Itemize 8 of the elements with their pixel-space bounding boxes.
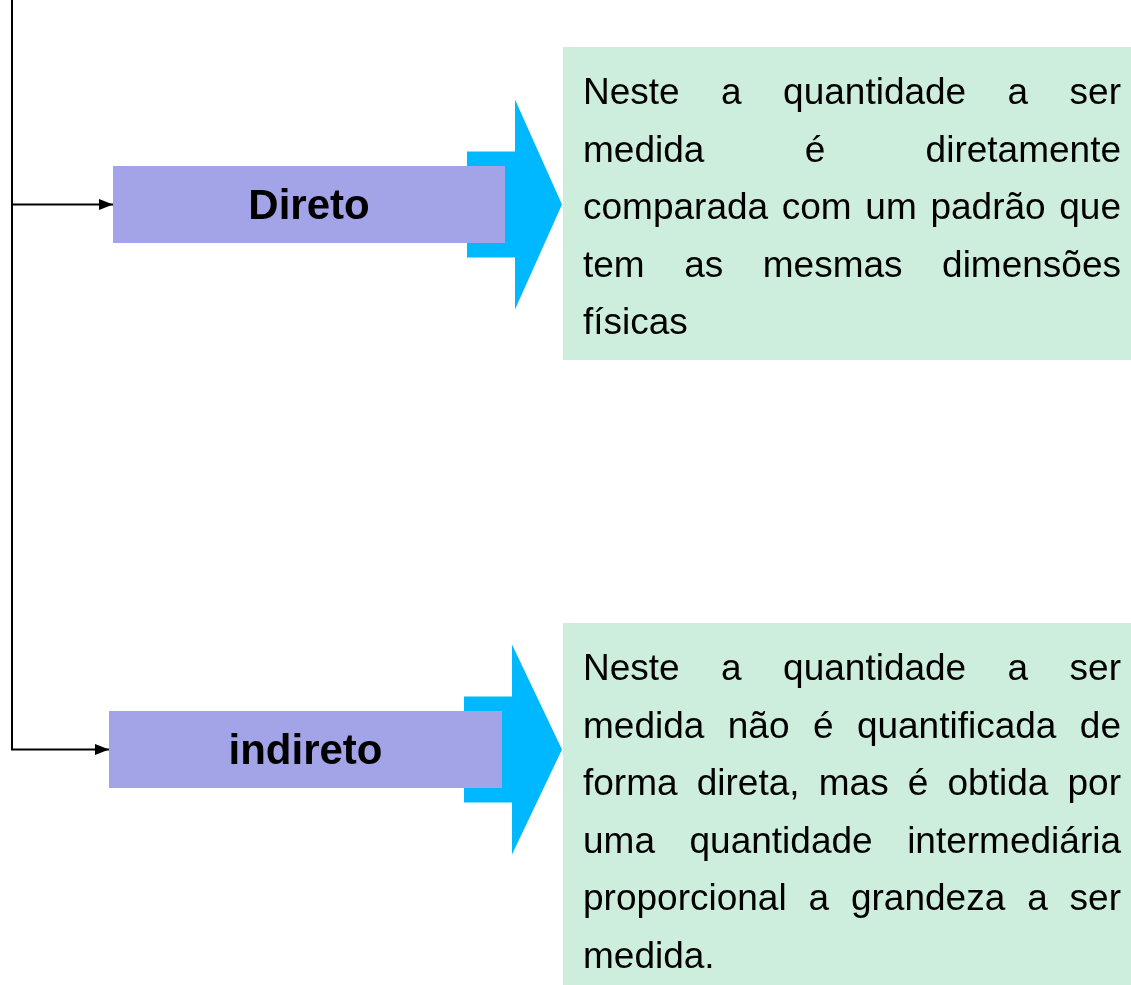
description-box (563, 47, 1131, 360)
description-text: Neste a quantidade a ser medida é diretamente comparada com um padrão que tem as mesmas dimensões físicas (583, 71, 1121, 342)
method-label: indireto (228, 725, 383, 774)
method-label: Direto (248, 180, 370, 229)
method-box (113, 166, 505, 243)
description-text: Neste a quantidade a ser medida não é quantificada de forma direta, mas é obtida por uma quantidade intermediária proporcional a grandeza a ser medida. (583, 647, 1121, 976)
method-box (109, 711, 502, 788)
connector-arrow (11, 0, 110, 756)
